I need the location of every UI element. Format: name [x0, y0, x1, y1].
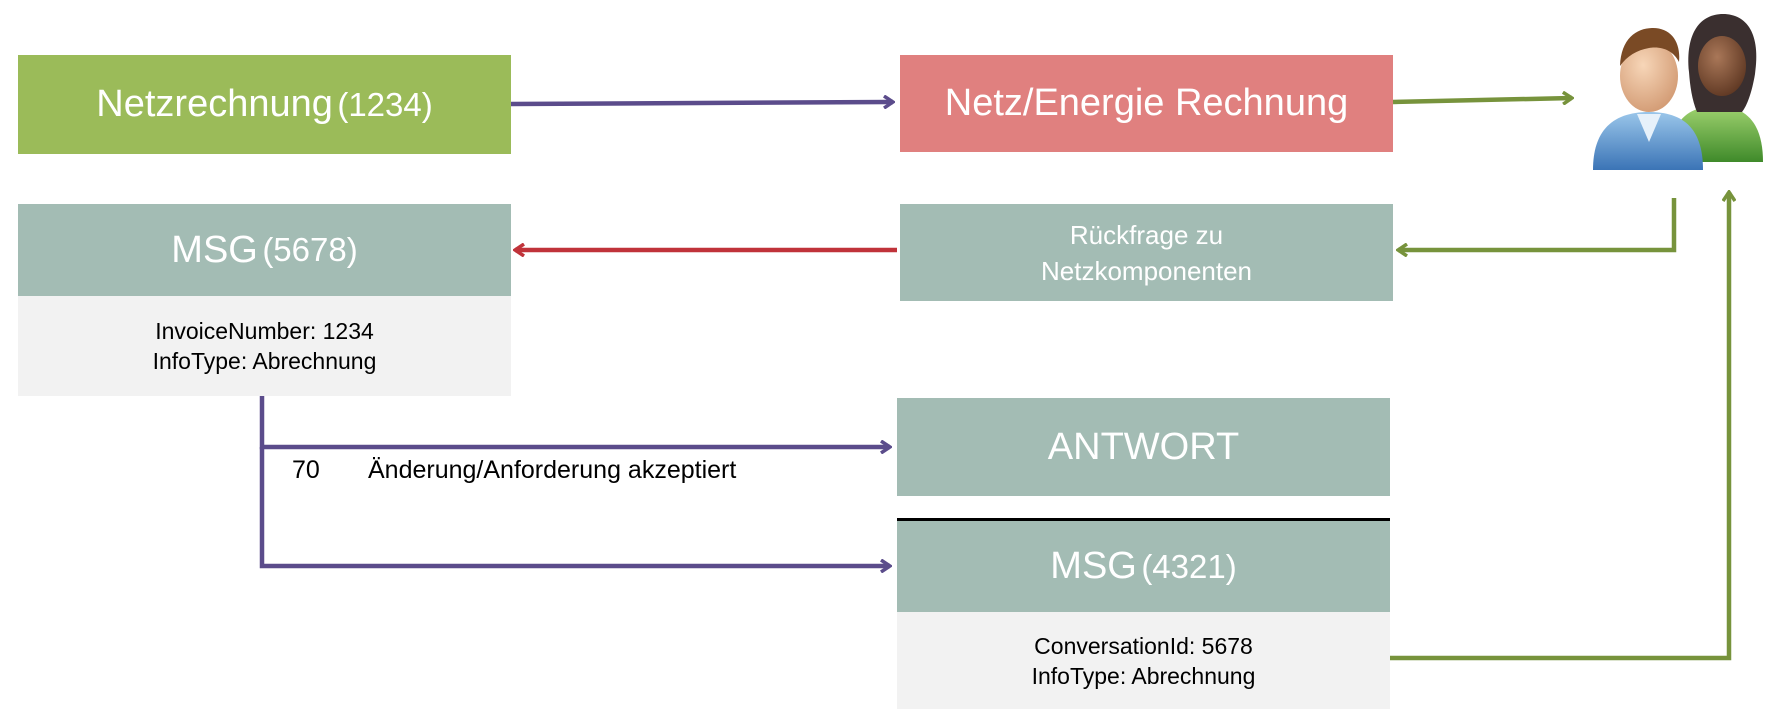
msg-5678-details: InvoiceNumber: 1234 InfoType: Abrechnung [18, 296, 511, 396]
users-icon [1593, 14, 1763, 170]
msg-4321-title: MSG [1050, 545, 1137, 587]
msg-4321-number: (4321) [1141, 547, 1237, 585]
msg-4321-conversation-id: ConversationId: 5678 [1034, 632, 1253, 659]
antwort-box: ANTWORT [897, 398, 1390, 496]
netzrechnung-title: Netzrechnung [96, 83, 333, 125]
status-text: Änderung/Anforderung akzeptiert [368, 456, 737, 484]
msg-4321-info-type: InfoType: Abrechnung [1031, 662, 1256, 689]
antwort-title: ANTWORT [1047, 425, 1240, 468]
msg-5678-info-type: InfoType: Abrechnung [152, 348, 377, 374]
msg-5678-title: MSG [171, 228, 258, 271]
arrow-msg-4321-to-users [1390, 192, 1729, 661]
netzrechnung-number: (1234) [337, 85, 433, 123]
msg-5678-invoice-number: InvoiceNumber: 1234 [155, 318, 374, 344]
msg-4321-box: MSG (4321) [897, 518, 1390, 612]
msg-5678-number: (5678) [262, 231, 358, 268]
netz-energie-rechnung-box: Netz/Energie Rechnung [900, 55, 1393, 152]
arrow-netzrechnung-to-netz-energie [510, 102, 893, 104]
netzrechnung-box: Netzrechnung (1234) [18, 55, 511, 154]
status-code: 70 [292, 456, 320, 484]
netz-energie-title: Netz/Energie Rechnung [944, 82, 1349, 124]
msg-5678-box: MSG (5678) [18, 204, 511, 296]
rueckfrage-line2: Netzkomponenten [1040, 255, 1253, 286]
rueckfrage-box: Rückfrage zu Netzkomponenten [900, 204, 1393, 301]
arrow-netz-energie-to-users [1392, 98, 1572, 102]
arrow-msg-5678-to-antwort [259, 396, 890, 447]
arrow-users-to-rueckfrage [1398, 198, 1677, 250]
rueckfrage-line1: Rückfrage zu [1069, 219, 1224, 250]
arrow-msg-5678-to-msg-4321 [259, 447, 890, 566]
msg-4321-details: ConversationId: 5678 InfoType: Abrechnun… [897, 612, 1390, 709]
